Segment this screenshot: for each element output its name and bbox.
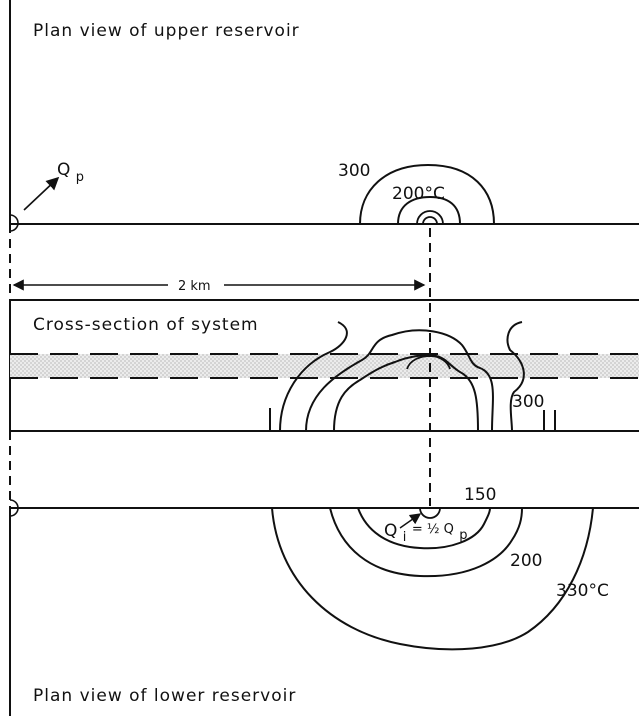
lower-well-ring (419, 507, 441, 519)
injection-flow-arrow (399, 513, 422, 529)
lower-isotherm-200 (329, 507, 523, 578)
lower-isotherm-150 (357, 507, 491, 550)
production-flow-arrow (23, 176, 60, 211)
upper-isotherm-300 (359, 163, 495, 225)
upper-isotherm-300-label: 300 (338, 161, 370, 181)
cross-isotherm-outer-right (506, 321, 525, 432)
cross-isotherm-inner (333, 354, 479, 432)
upper-isotherm-200 (397, 195, 461, 225)
lower-panel-title: Plan view of lower reservoir (33, 686, 296, 706)
lower-isotherm-150-label: 150 (464, 485, 496, 505)
lower-isotherm-330 (271, 507, 594, 651)
cross-section-panel: 2 km Cross-section of system 300 (9, 224, 639, 432)
distance-label-bg (168, 276, 224, 292)
production-flow-label: Q p (57, 160, 84, 185)
upper-isotherm-200-label: 200°C (392, 184, 445, 204)
lower-isotherm-200-label: 200 (510, 551, 542, 571)
upper-well-ring-inner (422, 216, 438, 225)
lower-reservoir-panel: 150 200 330°C Q i = ½ Q p Plan view of l… (9, 485, 639, 716)
upper-panel-title: Plan view of upper reservoir (33, 21, 300, 41)
cross-isotherm-middle (305, 329, 494, 432)
cross-isotherm-outer-left (279, 321, 348, 432)
aquifer-layer (10, 354, 639, 378)
injection-well-marker (9, 499, 19, 517)
distance-label: 2 km (178, 279, 211, 294)
lower-isotherm-330-label: 330°C (556, 581, 609, 601)
upper-reservoir-panel: Plan view of upper reservoir Q p 300 200… (9, 0, 639, 232)
cross-section-title: Cross-section of system (33, 315, 259, 335)
injection-flow-label: Q i = ½ Q p (384, 518, 468, 546)
cross-isotherm-300-label: 300 (512, 392, 544, 412)
upper-well-ring-outer (416, 210, 444, 225)
production-well-marker (9, 214, 19, 232)
